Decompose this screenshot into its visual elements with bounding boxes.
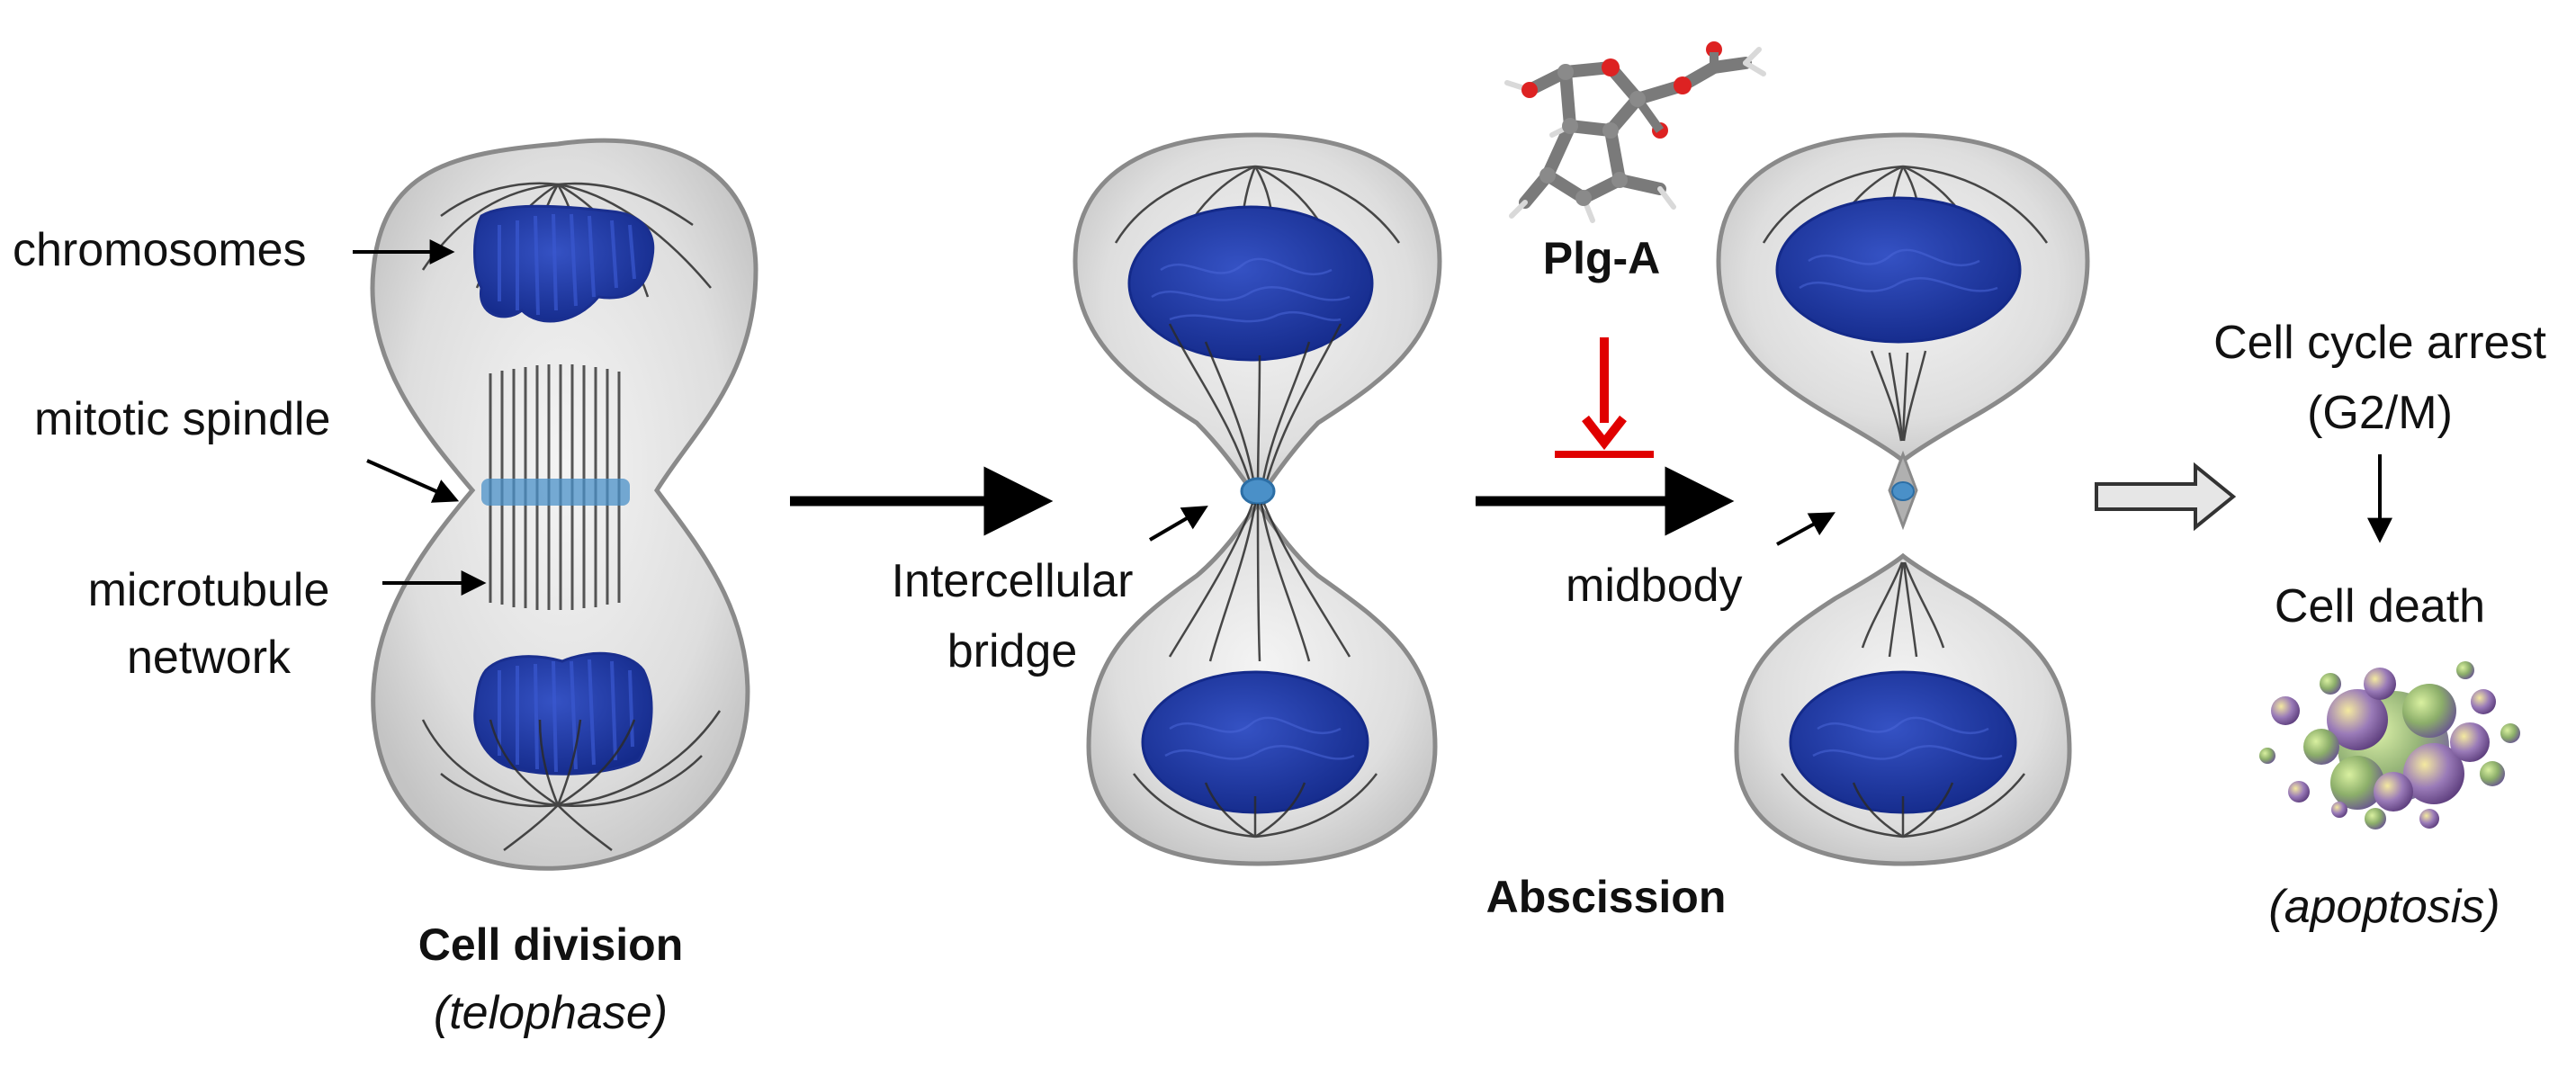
abscission-lower-nucleus	[1789, 670, 2017, 814]
lower-aster	[421, 710, 722, 851]
apoptotic-cell-cluster	[2259, 661, 2520, 829]
bridge-cell-pair	[1073, 132, 1442, 866]
cell-cycle-arrest-label: Cell cycle arrest	[2213, 317, 2546, 369]
cell-death-label: Cell death	[2274, 580, 2486, 632]
bridge-upper-nucleus	[1127, 205, 1374, 362]
bridge-midbody-ring	[1240, 477, 1276, 506]
microtubule-network-label-line1: microtubule	[87, 564, 330, 616]
apoptosis-label: (apoptosis)	[2268, 881, 2500, 933]
telophase-cell	[370, 138, 758, 871]
spindle-pointer	[366, 459, 460, 503]
chromosomes-label: chromosomes	[13, 224, 307, 276]
spindle-midzone-band	[481, 479, 630, 506]
g2m-label: (G2/M)	[2307, 387, 2453, 439]
plg-a-label: Plg-A	[1542, 233, 1661, 283]
lower-chromosomes	[473, 651, 653, 776]
abscission-title: Abscission	[1485, 872, 1727, 922]
intercellular-bridge-label-line2: bridge	[947, 625, 1078, 677]
abscission-upper-nucleus	[1775, 196, 2022, 344]
midbody-pointer	[1776, 512, 1836, 546]
microtubule-network-label-line2: network	[126, 632, 292, 684]
outcome-arrow	[2095, 462, 2237, 532]
cell-division-title: Cell division	[417, 919, 684, 970]
inhibition-arrow	[1555, 337, 1654, 458]
telophase-label: (telophase)	[433, 987, 669, 1039]
bridge-pointer	[1148, 506, 1208, 542]
mitotic-spindle-label: mitotic spindle	[34, 393, 331, 445]
upper-chromosomes	[473, 204, 655, 323]
plg-a-molecule	[1504, 41, 1766, 223]
abscission-cell-pair	[1716, 132, 2090, 866]
midbody-label: midbody	[1566, 560, 1743, 612]
intercellular-bridge-label-line1: Intercellular	[891, 555, 1134, 607]
bridge-lower-nucleus	[1141, 670, 1369, 814]
